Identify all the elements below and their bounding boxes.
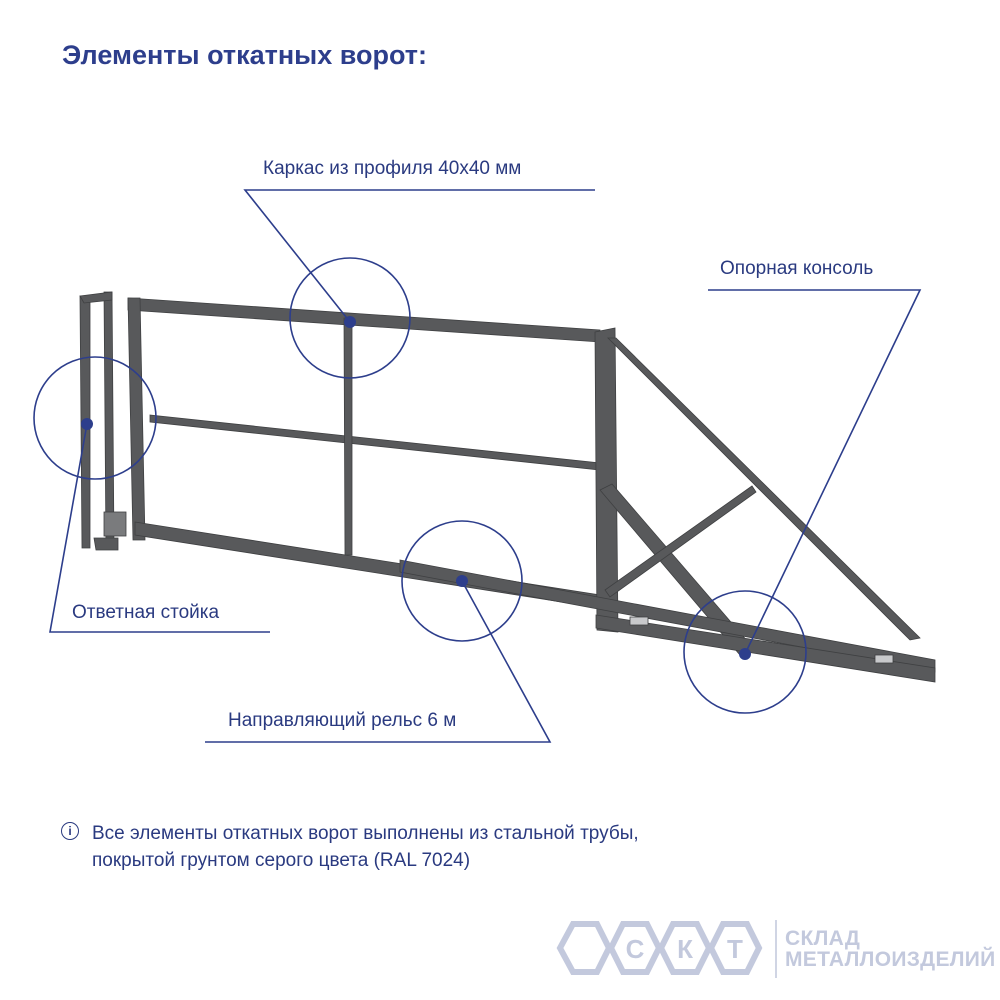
svg-text:Т: Т (727, 934, 743, 964)
svg-text:К: К (677, 934, 693, 964)
callout-lines (33, 189, 922, 743)
callout-dot-rail (456, 575, 468, 587)
callout-circle-frame (289, 257, 411, 379)
leader-rail (205, 580, 552, 743)
callout-circle-post (33, 356, 157, 480)
info-icon: i (61, 822, 79, 840)
logo-text: СКЛАД МЕТАЛЛОИЗДЕЛИЙ (785, 928, 996, 970)
svg-text:С: С (626, 934, 645, 964)
callout-dot-post (81, 418, 93, 430)
leader-post (49, 423, 270, 633)
leader-support (708, 289, 922, 655)
label-counter-post: Ответная стойка (72, 602, 220, 623)
page-title: Элементы откатных ворот: (62, 40, 428, 70)
callout-circle-support (683, 590, 807, 714)
note-line-1: Все элементы откатных ворот выполнены из… (92, 823, 639, 844)
callout-dot-support (739, 648, 751, 660)
note-line-2: покрытой грунтом серого цвета (RAL 7024) (92, 850, 471, 871)
callout-dot-frame (344, 316, 356, 328)
logo-separator (775, 920, 777, 978)
gate-drawing (79, 291, 936, 683)
logo-line-1: СКЛАД (785, 927, 861, 950)
leader-frame (243, 189, 595, 323)
label-frame: Каркас из профиля 40х40 мм (263, 158, 522, 179)
support-console (399, 337, 936, 683)
logo-line-2: МЕТАЛЛОИЗДЕЛИЙ (785, 948, 996, 971)
gate-frame (127, 297, 619, 633)
callout-circle-rail (401, 520, 523, 642)
label-guide-rail: Направляющий рельс 6 м (228, 710, 457, 731)
note-text: Все элементы откатных ворот выполнены из… (92, 820, 639, 874)
label-support-console: Опорная консоль (720, 258, 874, 279)
